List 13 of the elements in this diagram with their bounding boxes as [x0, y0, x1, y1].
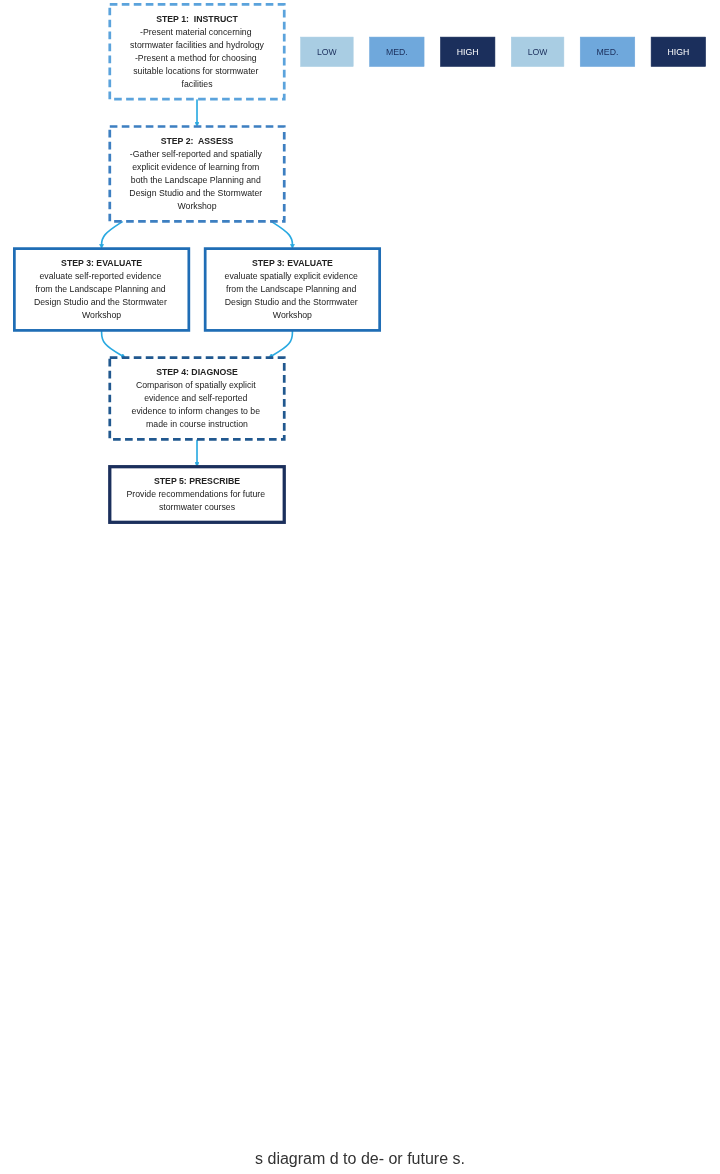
node-box: STEP 2: ASSESS -Gather self-reported and spatially explicit evidence of learning from both the Landscape Planning and Design Studio and the Stormwater Workshop [108, 125, 286, 223]
node-box: STEP 1: INSTRUCT -Present material concerning stormwater facilities and hydrology -Present a method for choosing suitable locations for stormwater facilities [108, 3, 286, 101]
node-box: LOW [511, 36, 565, 67]
node-box: STEP 3: EVALUATE evaluate self-reported evidence from the Landscape Planning and Design Studio and the Stormwater Workshop [13, 247, 191, 332]
node-box: HIGH [440, 36, 496, 67]
node-box: STEP 3: EVALUATE evaluate spatially explicit evidence from the Landscape Planning and Design Studio and the Stormwater Workshop [203, 247, 381, 332]
node-box: STEP 4: DIAGNOSE Comparison of spatially explicit evidence and self-reported evidence to inform changes to be made in course instruction [108, 356, 286, 441]
note-text: s diagram d to de- or future s. [255, 1150, 465, 1168]
node-box: STEP 5: PRESCRIBE Provide recommendations for future stormwater courses [108, 465, 286, 524]
node-box: HIGH [650, 36, 706, 67]
node-box: MED. [579, 36, 636, 67]
node-box: MED. [369, 36, 425, 67]
node-box: LOW [300, 36, 354, 67]
